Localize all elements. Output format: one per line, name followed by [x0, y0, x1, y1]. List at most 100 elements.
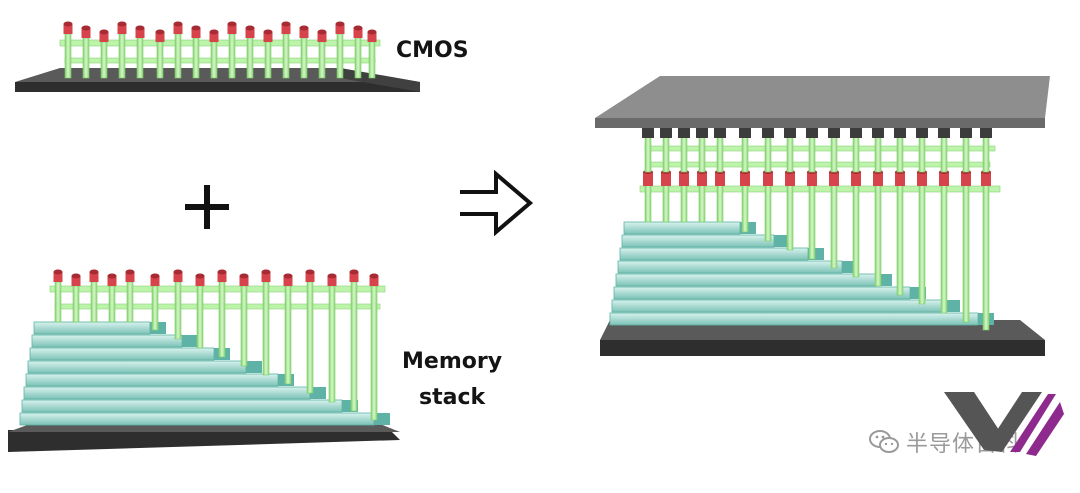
arrow-right-icon	[460, 170, 534, 236]
pillar	[370, 285, 378, 421]
pillar-cap	[81, 28, 91, 38]
pillar-cap-top	[353, 25, 363, 31]
memory-layer-step	[374, 413, 390, 425]
pillar-cap-top	[227, 21, 237, 27]
pillar	[350, 281, 358, 412]
pillar	[210, 41, 218, 79]
memory-layer	[21, 399, 343, 413]
pillar-cap	[99, 32, 109, 42]
cmos-block	[15, 21, 420, 92]
pillar	[156, 41, 164, 79]
bonded-memory-layer-step	[944, 300, 960, 312]
bond-cap-dark	[806, 128, 818, 138]
pillar	[118, 33, 126, 79]
bond-cap-red	[785, 172, 795, 186]
pillar-cap	[239, 276, 249, 286]
pillar	[284, 285, 292, 385]
bonded-memory-layer	[611, 299, 945, 313]
bond-cap-red	[763, 172, 773, 186]
pillar-cap-top	[239, 273, 249, 279]
bond-cap-dark	[660, 128, 672, 138]
pillar	[228, 33, 236, 79]
pillar	[368, 41, 376, 79]
pillar-cap-top	[217, 269, 227, 275]
bond-cap-dark	[828, 128, 840, 138]
bonded-memory-layer	[623, 221, 741, 235]
pillar-cap-top	[155, 29, 165, 35]
pillar-cap-top	[173, 21, 183, 27]
pillar-cap	[317, 32, 327, 42]
bond-cap-dark	[784, 128, 796, 138]
pillar-cap	[125, 272, 135, 282]
pillar-cap-top	[107, 273, 117, 279]
bond-cap-red	[643, 172, 653, 186]
pillar	[90, 281, 98, 323]
memory-layer-step	[182, 335, 198, 347]
memory-layer	[23, 386, 311, 400]
bond-cap-dark	[960, 128, 972, 138]
interconnect-bar	[59, 39, 381, 47]
pillar-cap	[150, 276, 160, 286]
memory-stack-block	[8, 269, 400, 452]
bonded-structure	[595, 76, 1050, 356]
bond-cap-red	[715, 172, 725, 186]
pillar-cap-top	[99, 29, 109, 35]
pillar-cap	[349, 272, 359, 282]
pillar	[328, 285, 336, 403]
cmos-pillars	[59, 21, 381, 79]
pillar	[262, 281, 270, 376]
pillar	[300, 37, 308, 79]
memory-layer	[33, 321, 151, 335]
cmos-base-front	[15, 82, 420, 92]
pillar	[64, 33, 72, 79]
pillar-cap-top	[125, 269, 135, 275]
bond-cap-dark	[938, 128, 950, 138]
pillar	[318, 41, 326, 79]
pillar-cap	[53, 272, 63, 282]
bond-cap-dark	[642, 128, 654, 138]
pillar-cap	[173, 24, 183, 34]
pillar-cap-top	[305, 269, 315, 275]
pillar-cap	[89, 272, 99, 282]
pillar-cap	[305, 272, 315, 282]
pillar	[336, 33, 344, 79]
pillar-cap-top	[317, 29, 327, 35]
interconnect-bar	[49, 285, 386, 293]
pillar	[54, 281, 62, 323]
pillar-cap	[195, 276, 205, 286]
bonded-memory-layer	[613, 286, 911, 300]
bond-cap-dark	[894, 128, 906, 138]
pillar	[174, 281, 182, 340]
pillar-cap	[369, 276, 379, 286]
pillar	[264, 41, 272, 79]
pillar-cap	[217, 272, 227, 282]
pillar-cap-top	[261, 269, 271, 275]
bonded-memory-layer	[617, 260, 843, 274]
pillar-cap-top	[71, 273, 81, 279]
pillar-cap	[71, 276, 81, 286]
bonded-pillars	[639, 127, 1001, 331]
pillar	[240, 285, 248, 367]
bond-cap-dark	[714, 128, 726, 138]
pillar	[282, 33, 290, 79]
memory-label-line2: stack	[419, 385, 486, 410]
memory-pillars	[49, 269, 386, 421]
pillar-cap	[117, 24, 127, 34]
plus-icon	[185, 185, 229, 229]
pillar-cap	[173, 272, 183, 282]
bond-cap-dark	[678, 128, 690, 138]
memory-layer-step	[246, 361, 262, 373]
bond-cap-dark	[850, 128, 862, 138]
pillar	[126, 281, 134, 323]
pillar-cap	[191, 28, 201, 38]
memory-base	[8, 430, 400, 452]
pillar	[918, 171, 926, 305]
pillar-cap-top	[150, 273, 160, 279]
memory-layer-step	[310, 387, 326, 399]
pillar	[852, 171, 860, 278]
pillar-cap-top	[349, 269, 359, 275]
pillar-cap	[263, 32, 273, 42]
pillar-cap-top	[299, 25, 309, 31]
pillar-cap-top	[191, 25, 201, 31]
